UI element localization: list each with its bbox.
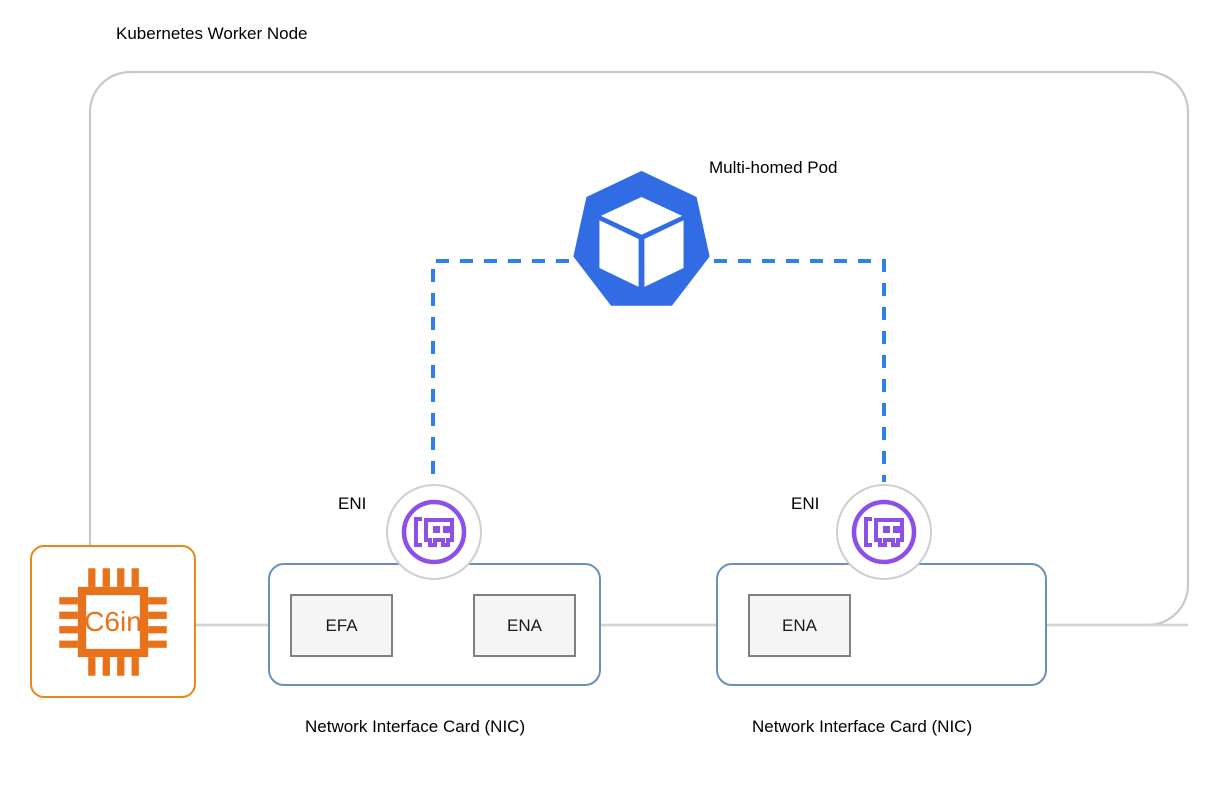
page-title: Kubernetes Worker Node: [116, 24, 308, 43]
adapter-ena: ENA: [748, 594, 851, 657]
adapter-efa: EFA: [290, 594, 393, 657]
pod-to-left-eni-link: [431, 259, 569, 482]
eni-label-left: ENI: [338, 494, 367, 513]
pod-to-right-eni-link: [714, 259, 886, 482]
network-interface-card-icon: [836, 484, 932, 580]
network-interface-card-icon: [386, 484, 482, 580]
cpu-chip-icon: [30, 545, 196, 698]
kubernetes-logo-icon: [569, 168, 714, 313]
pod-label: Multi-homed Pod: [709, 158, 838, 177]
adapter-ena: ENA: [473, 594, 576, 657]
instance-container: [30, 545, 196, 698]
nic-caption-left: Network Interface Card (NIC): [305, 717, 526, 736]
eni-label-right: ENI: [791, 494, 820, 513]
nic-caption-right: Network Interface Card (NIC): [752, 717, 973, 736]
kubernetes-worker-node-boundary: [88, 70, 1190, 627]
instance-chip-label: C6in: [84, 605, 142, 637]
